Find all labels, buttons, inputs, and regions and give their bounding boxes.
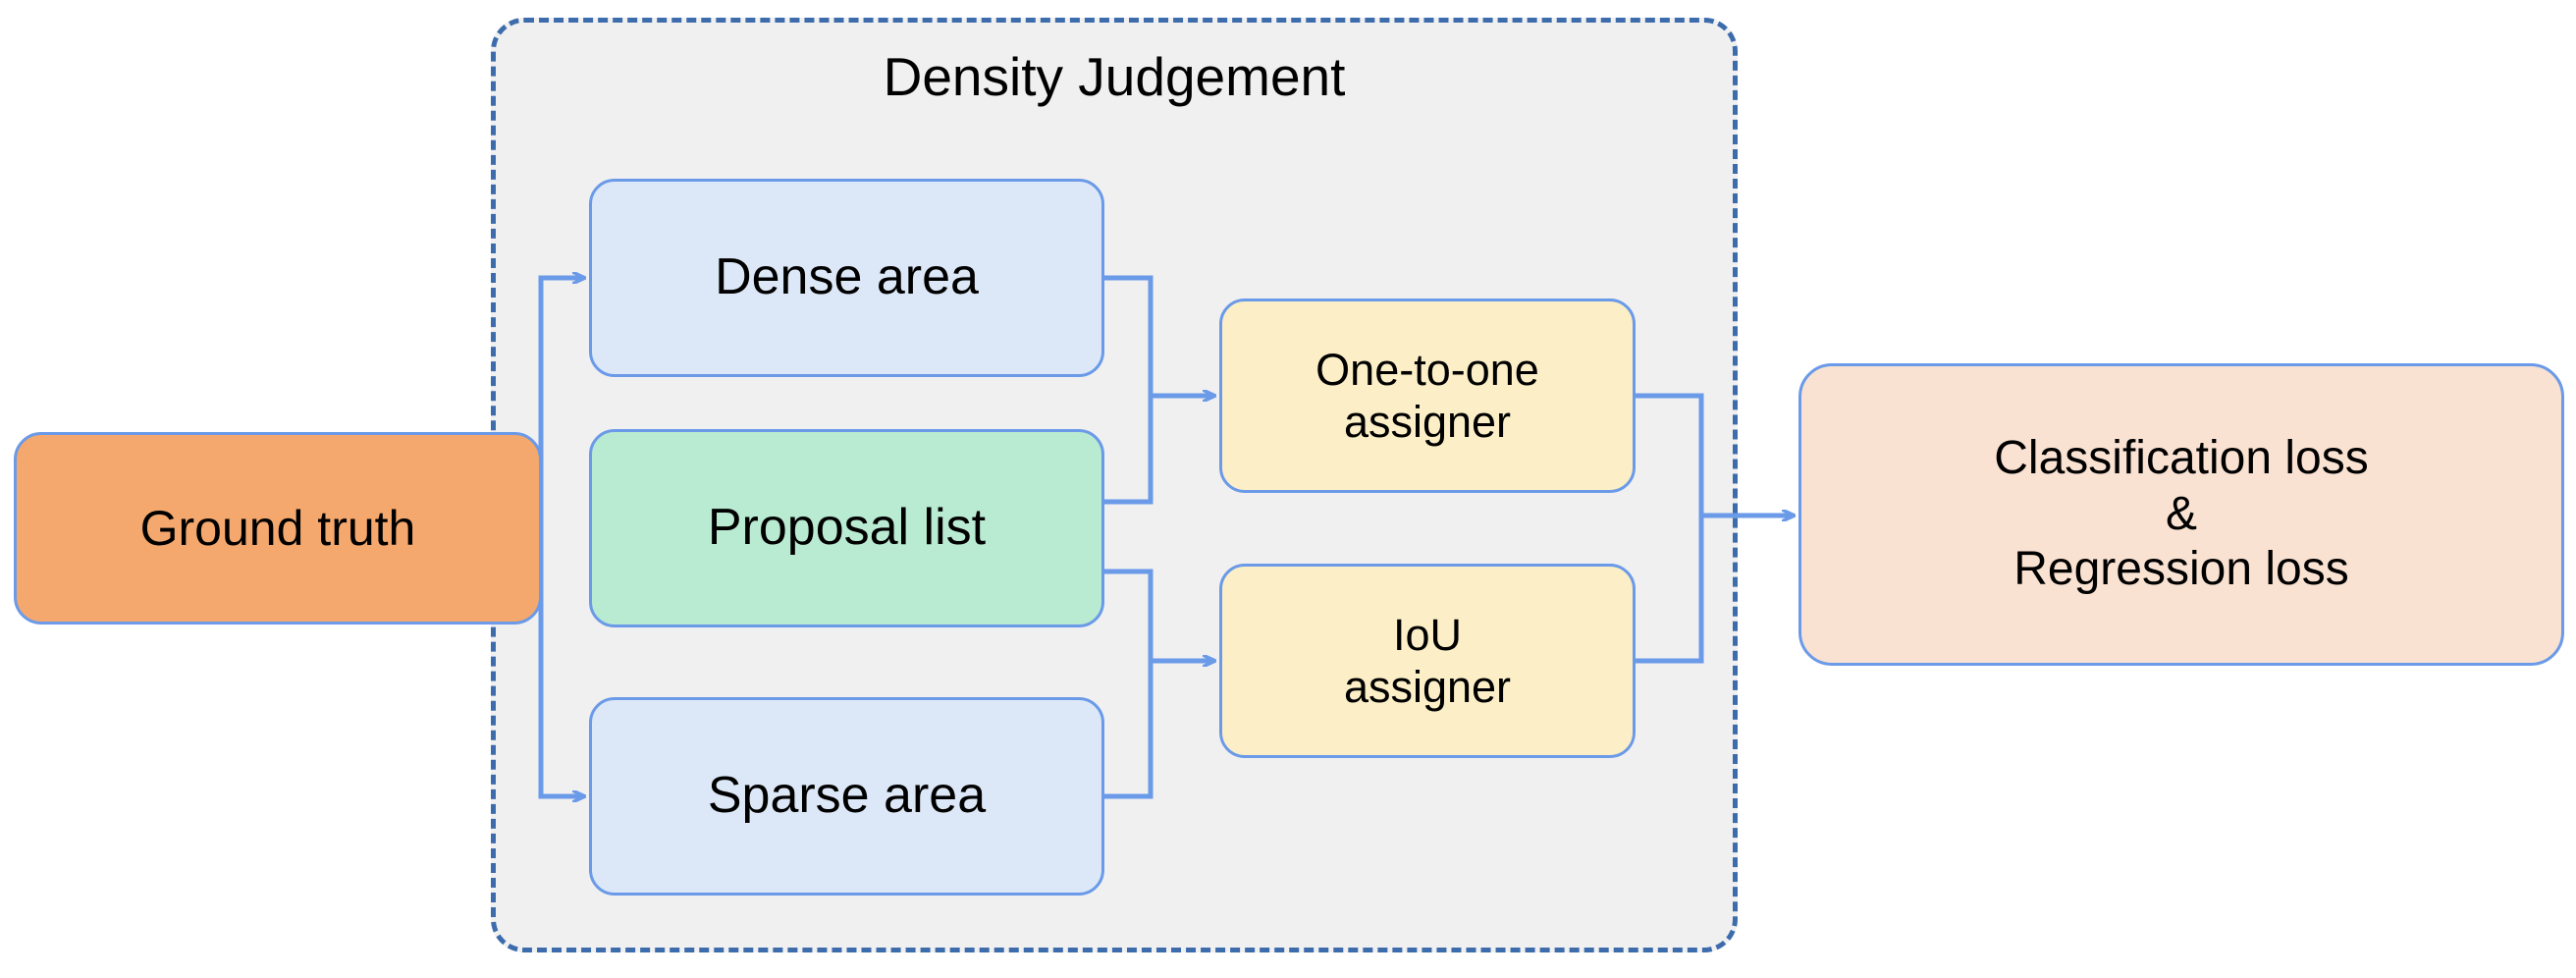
node-sparse-area[interactable]: Sparse area [589,697,1104,896]
group-title: Density Judgement [883,46,1346,107]
node-proposal-list[interactable]: Proposal list [589,429,1104,627]
node-classification-regression-loss[interactable]: Classification loss & Regression loss [1798,363,2564,666]
node-iou-assigner[interactable]: IoU assigner [1219,564,1636,758]
node-ground-truth[interactable]: Ground truth [14,432,542,625]
node-dense-area[interactable]: Dense area [589,179,1104,377]
node-one-to-one-assigner[interactable]: One-to-one assigner [1219,299,1636,493]
